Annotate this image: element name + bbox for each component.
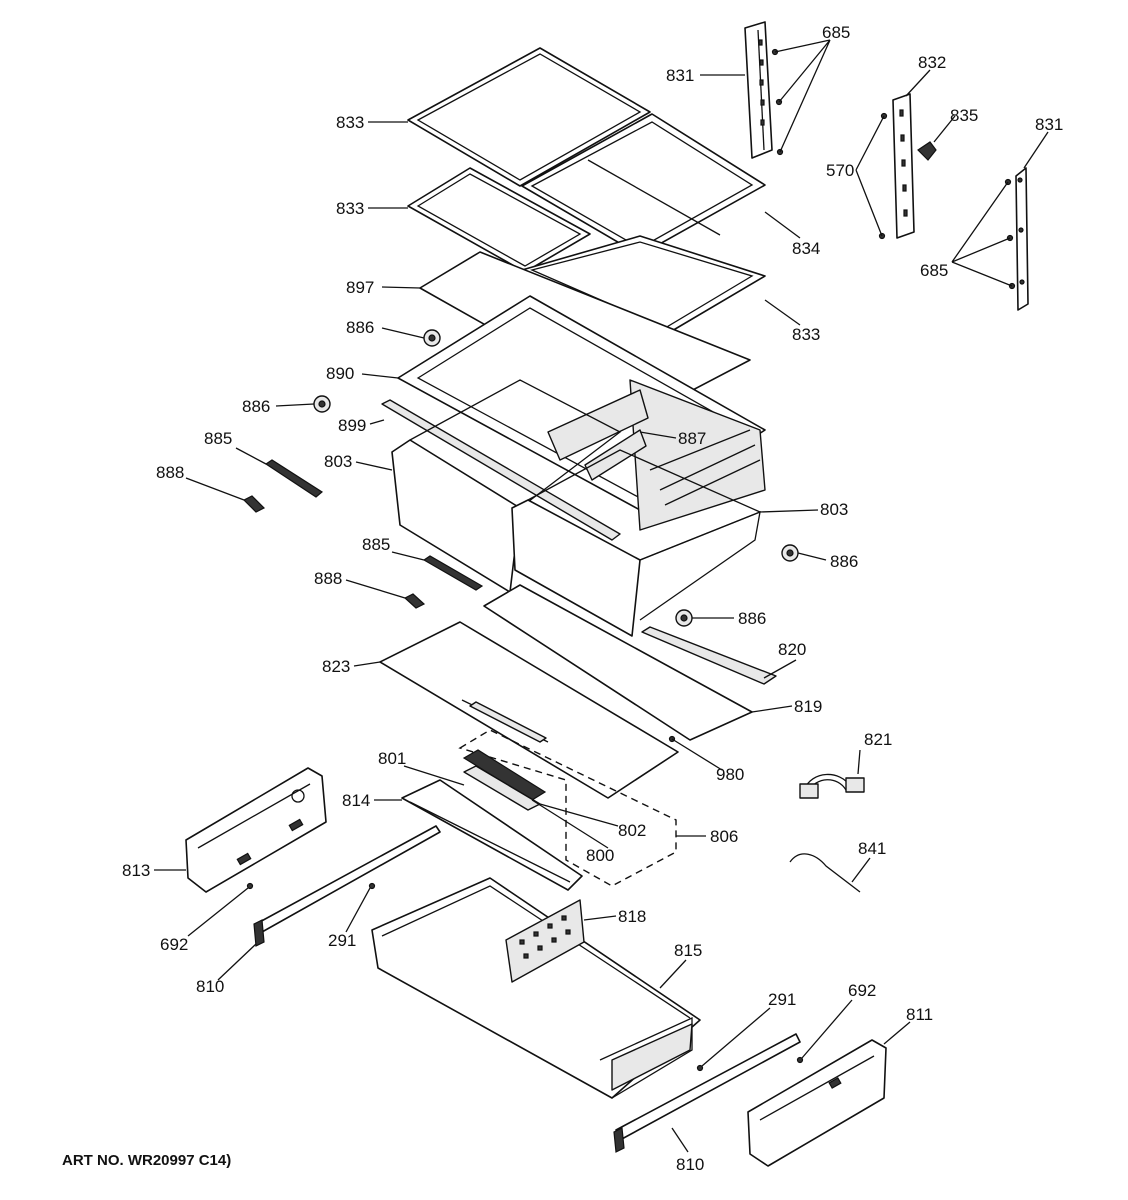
shelf-rail-832 — [892, 93, 915, 239]
label-803-left: 803 — [324, 452, 352, 471]
bar-899 — [381, 399, 621, 541]
clip-888-upper — [242, 495, 266, 513]
label-887: 887 — [678, 429, 706, 448]
label-692-left: 692 — [160, 935, 188, 954]
divider-887 — [547, 389, 649, 481]
label-888-upper: 888 — [156, 463, 184, 482]
drawer-rail-left — [253, 825, 441, 947]
wire-harness-821 — [799, 773, 865, 799]
label-800: 800 — [586, 846, 614, 865]
label-841: 841 — [858, 839, 886, 858]
leader-lines — [154, 39, 1049, 1153]
label-811: 811 — [906, 1005, 933, 1024]
label-685-top: 685 — [822, 23, 850, 42]
label-818: 818 — [618, 907, 646, 926]
screws-685-top — [771, 48, 784, 156]
label-886-a: 886 — [346, 318, 374, 337]
label-819: 819 — [794, 697, 822, 716]
label-980: 980 — [716, 765, 744, 784]
label-815: 815 — [674, 941, 702, 960]
label-810-right: 810 — [676, 1155, 704, 1174]
label-834: 834 — [792, 239, 820, 258]
label-888-lower: 888 — [314, 569, 342, 588]
freezer-drawer-815 — [371, 877, 701, 1099]
label-803-right: 803 — [820, 500, 848, 519]
drawer-rail-right — [613, 1033, 801, 1153]
label-899: 899 — [338, 416, 366, 435]
screw-692-right — [796, 1056, 804, 1064]
divider-818 — [505, 899, 585, 983]
art-number: ART NO. WR20997 C14) — [62, 1152, 232, 1169]
label-831-right: 831 — [1035, 115, 1063, 134]
slide-885-upper — [264, 459, 324, 498]
label-291-left: 291 — [328, 931, 356, 950]
label-833-lower: 833 — [792, 325, 820, 344]
label-820: 820 — [778, 640, 806, 659]
bracket-813 — [185, 767, 327, 893]
label-823: 823 — [322, 657, 350, 676]
label-890: 890 — [326, 364, 354, 383]
drawer-cover-823 — [379, 621, 679, 799]
label-897: 897 — [346, 278, 374, 297]
label-685-right: 685 — [920, 261, 948, 280]
tube-841 — [789, 853, 861, 893]
roller-886-d — [675, 609, 693, 627]
label-835: 835 — [950, 106, 978, 125]
bracket-811 — [747, 1039, 887, 1167]
label-886-b: 886 — [242, 397, 270, 416]
shelf-rail-831-left — [744, 21, 773, 159]
gasket-820 — [641, 626, 777, 685]
clip-835 — [917, 141, 937, 161]
screw-291-right — [696, 1064, 704, 1072]
label-885-lower: 885 — [362, 535, 390, 554]
label-833-mid: 833 — [336, 199, 364, 218]
label-802: 802 — [618, 821, 646, 840]
screws-685-right — [1004, 178, 1016, 290]
shelf-rail-831-right — [1015, 167, 1029, 311]
glass-shelf-833-mid-left — [407, 167, 591, 273]
label-806: 806 — [710, 827, 738, 846]
label-810-left: 810 — [196, 977, 224, 996]
label-886-d: 886 — [738, 609, 766, 628]
glass-shelf-833-top-left — [407, 47, 651, 187]
label-831-left: 831 — [666, 66, 694, 85]
screw-692-left — [246, 882, 254, 890]
label-821: 821 — [864, 730, 892, 749]
label-813: 813 — [122, 861, 150, 880]
label-885-upper: 885 — [204, 429, 232, 448]
clip-888-lower — [403, 593, 426, 609]
label-886-c: 886 — [830, 552, 858, 571]
roller-886-a — [423, 329, 441, 347]
label-814: 814 — [342, 791, 370, 810]
crisper-drawer-803-right — [511, 449, 762, 637]
crisper-frame-890 — [397, 295, 766, 531]
label-832: 832 — [918, 53, 946, 72]
label-801: 801 — [378, 749, 406, 768]
housing-814 — [401, 779, 583, 891]
label-833-top: 833 — [336, 113, 364, 132]
slide-885-lower — [422, 555, 484, 591]
callout-labels: 685 831 832 835 831 833 570 833 834 685 … — [122, 23, 1063, 1174]
roller-886-c — [781, 544, 799, 562]
label-291-right: 291 — [768, 990, 796, 1009]
screws-570 — [878, 112, 888, 240]
glass-shelf-833-top-right — [521, 113, 766, 256]
label-692-right: 692 — [848, 981, 876, 1000]
roller-886-b — [313, 395, 331, 413]
screw-291-left — [368, 882, 376, 890]
label-570: 570 — [826, 161, 854, 180]
